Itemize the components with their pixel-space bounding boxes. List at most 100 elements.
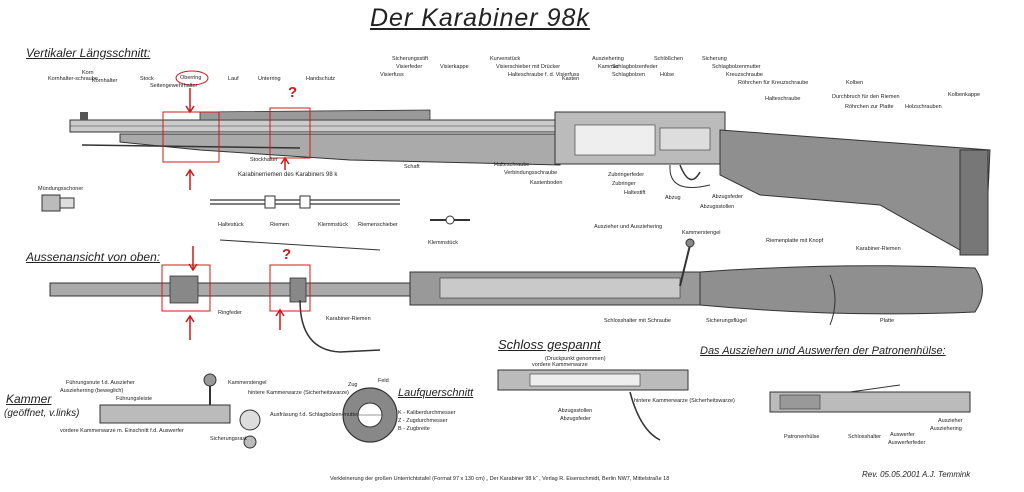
label-bolt-2: Führungsleiste — [116, 396, 153, 402]
label-section-0: Zug — [348, 382, 358, 388]
section-bolt-title: Kammer — [6, 392, 52, 406]
label-section-3: Z - Zugdurchmesser — [398, 418, 448, 424]
clamp-piece-drawing — [430, 215, 470, 225]
label-mid-3: Verbindungsschraube — [504, 170, 558, 176]
label-sling-1: Riemen — [270, 222, 289, 228]
label-mid-9: Abzugsfeder — [712, 194, 743, 200]
label-outside-7: Karabiner-Riemen — [856, 246, 901, 252]
label-sling-0: Haltestück — [218, 222, 244, 228]
longitudinal-section — [69, 109, 991, 256]
label-mid-5: Zubringerfeder — [608, 172, 645, 178]
section-longitudinal: Vertikaler Längsschnitt: — [26, 46, 151, 60]
label-top-26: Röhrchen für Kreuzschraube — [738, 80, 809, 86]
label-top-0: Kornhalter-schraube — [48, 76, 98, 82]
section-extraction: Das Ausziehen und Auswerfen der Patronen… — [700, 345, 946, 357]
clamp-piece-label: Klemmstück — [428, 240, 458, 246]
label-mid-7: Haltestift — [624, 190, 646, 196]
label-top-17: Ausziehering — [592, 56, 624, 62]
label-top-21: Schlößchen — [654, 56, 684, 62]
label-top-8: Handschutz — [306, 76, 336, 82]
label-top-29: Durchbruch für den Riemen — [832, 94, 900, 100]
label-top-24: Schlagbolzenmutter — [712, 64, 761, 70]
label-top-7: Unterring — [258, 76, 281, 82]
label-outside-5: Sicherungsflügel — [706, 318, 747, 324]
red-annotations — [161, 70, 311, 340]
diagram-title: Der Karabiner 98k — [370, 4, 590, 32]
label-top-23: Sicherung — [702, 56, 727, 62]
label-extract-3: Schlosshalter — [848, 434, 882, 440]
label-outside-6: Riemenplatte mit Knopf — [766, 238, 824, 244]
label-bolt-4: hintere Kammerwarze (Sicherheitswarze) — [248, 390, 349, 396]
label-top-5: Seitengewehrhalter — [150, 83, 198, 89]
label-cocked-3: hintere Kammerwarze (Sicherheitswarze) — [634, 398, 735, 404]
label-mid-1: Schaft — [404, 164, 420, 170]
label-top-1: Korn — [82, 70, 94, 76]
label-top-11: Visierkappe — [440, 64, 469, 70]
label-cocked-1: Abzugsstollen — [558, 408, 593, 414]
label-bolt-6: vordere Kammerwarze m. Einschnitt f.d. A… — [60, 428, 184, 434]
section-bolt-subtitle: (geöffnet, v.links) — [4, 408, 80, 419]
label-cocked-0: vordere Kammerwarze — [532, 362, 588, 368]
label-mid-4: Kastenboden — [530, 180, 563, 186]
label-mid-2: Halteschraube — [494, 162, 530, 168]
label-extract-2: Patronenhülse — [784, 434, 820, 440]
label-mid-0: Stockhalter — [250, 157, 278, 163]
label-outside-2: Auszieher und Ausziehering — [594, 224, 663, 230]
label-section-2: K - Kaliberdurchmesser — [398, 410, 456, 416]
label-bolt-7: Sicherungsrast — [210, 436, 247, 442]
label-top-18: Kammer — [598, 64, 619, 70]
label-top-13: Kurvenstück — [490, 56, 521, 62]
label-top-12: Visierfuss — [380, 72, 404, 78]
label-top-19: Schlagbolzenfeder — [612, 64, 658, 70]
label-sling-2: Klemmstück — [318, 222, 348, 228]
label-top-9: Sicherungsstift — [392, 56, 429, 62]
label-top-16: Kasten — [562, 76, 580, 82]
sling-title: Karabinerriemen des Karabiners 98 k — [238, 172, 338, 178]
label-mid-6: Zubringer — [612, 181, 636, 187]
label-section-1: Feld — [378, 378, 389, 384]
label-top-30: Röhrchen zur Platte — [845, 104, 894, 110]
label-bolt-3: Kammerstengel — [228, 380, 267, 386]
label-bolt-5: Ausfräsung f.d. Schlagbolzen-mutter — [270, 412, 359, 418]
label-mid-10: Abzugsstollen — [700, 204, 735, 210]
label-section-4: B - Zugbreite — [398, 426, 430, 432]
label-top-4: Oberring — [180, 75, 202, 81]
outside-view — [49, 238, 983, 353]
muzzle-cover-drawing — [41, 194, 75, 212]
annotation-question-2: ? — [282, 246, 292, 263]
label-top-14: Visierschieber mit Drücker — [496, 64, 561, 70]
label-top-32: Kolbenkappe — [948, 92, 981, 98]
bolt-cocked-note: (Druckpunkt genommen) — [545, 356, 606, 362]
label-top-2: Kornhalter — [92, 78, 118, 84]
label-bolt-1: Auszieherring (beweglich) — [60, 388, 124, 394]
label-cocked-2: Abzugsfeder — [560, 416, 591, 422]
bolt-cocked-drawing — [497, 369, 689, 441]
label-top-31: Holzschrauben — [905, 104, 942, 110]
label-mid-8: Abzug — [665, 195, 681, 201]
label-outside-1: Karabiner-Riemen — [326, 316, 371, 322]
label-top-22: Hülse — [660, 72, 675, 78]
label-top-10: Visierfeder — [396, 64, 423, 70]
annotation-question-1: ? — [288, 84, 298, 101]
section-bolt-cocked: Schloss gespannt — [498, 337, 601, 352]
label-sling-3: Riemenschieber — [358, 222, 398, 228]
sling-detail — [210, 195, 400, 251]
label-extract-1: Ausziehering — [930, 426, 962, 432]
label-top-28: Kolben — [846, 80, 864, 86]
label-top-25: Kreuzschraube — [726, 72, 763, 78]
label-extract-0: Auszieher — [938, 418, 963, 424]
label-top-27: Halteschraube — [765, 96, 801, 102]
section-barrel: Laufquerschnitt — [398, 387, 474, 399]
label-outside-0: Ringfeder — [218, 310, 242, 316]
muzzle-cover-label: Mündungsschoner — [38, 186, 84, 192]
extraction-drawing — [769, 384, 971, 413]
footer-caption: Verkleinerung der großen Unterrichtstafe… — [330, 476, 670, 482]
label-top-6: Lauf — [228, 76, 239, 82]
bolt-drawing — [99, 373, 261, 449]
section-outside: Aussenansicht von oben: — [26, 250, 161, 264]
barrel-cross-section — [342, 387, 398, 443]
label-outside-3: Kammerstengel — [682, 230, 721, 236]
label-top-3: Stock — [140, 76, 154, 82]
